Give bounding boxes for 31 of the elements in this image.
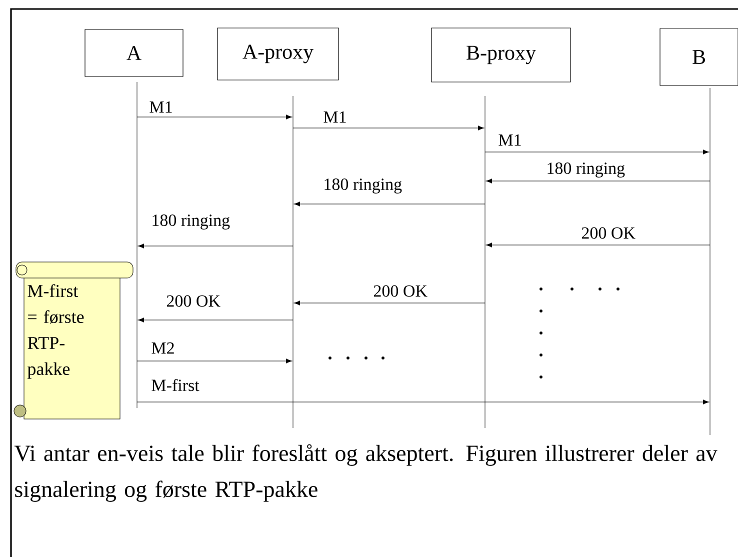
edge-label: M1 [498,134,521,146]
edge-label: 180 ringing [152,214,230,230]
edge-label: 200 OK [374,285,428,297]
participant-box: A-proxy [217,28,339,80]
edge-label: 180 ringing [324,178,402,194]
edge-label: 200 OK [582,227,636,239]
message-arrow [136,400,710,404]
edge-label: M1 [324,111,346,123]
message-arrow [294,300,486,306]
lifeline [292,96,294,428]
edge-label: M-first [152,378,200,392]
edge-label: M1 [150,101,172,113]
lifeline [136,82,138,408]
message-arrow [292,126,484,130]
message-arrow [486,178,710,184]
edge-label: M2 [152,342,174,354]
message-arrow [138,318,294,322]
message-arrow [136,358,292,364]
note-text: M-first = første RTP-pakke [27,284,84,379]
message-arrow [136,114,292,120]
participant-box: B [660,28,738,86]
message-arrow [138,244,294,248]
participant-box: A [84,29,184,77]
caption: Vi antar en-veis tale blir foreslått og akseptert. Figuren illustrerer deler av signalering og første RTP-pakke [14,444,718,502]
participant-box: B-proxy [431,28,571,82]
message-arrow [486,242,710,248]
lifeline [484,96,486,428]
edge-label: 200 OK [166,295,220,307]
edge-label: 180 ringing [548,162,625,178]
message-arrow [294,202,486,206]
message-arrow [484,150,710,154]
